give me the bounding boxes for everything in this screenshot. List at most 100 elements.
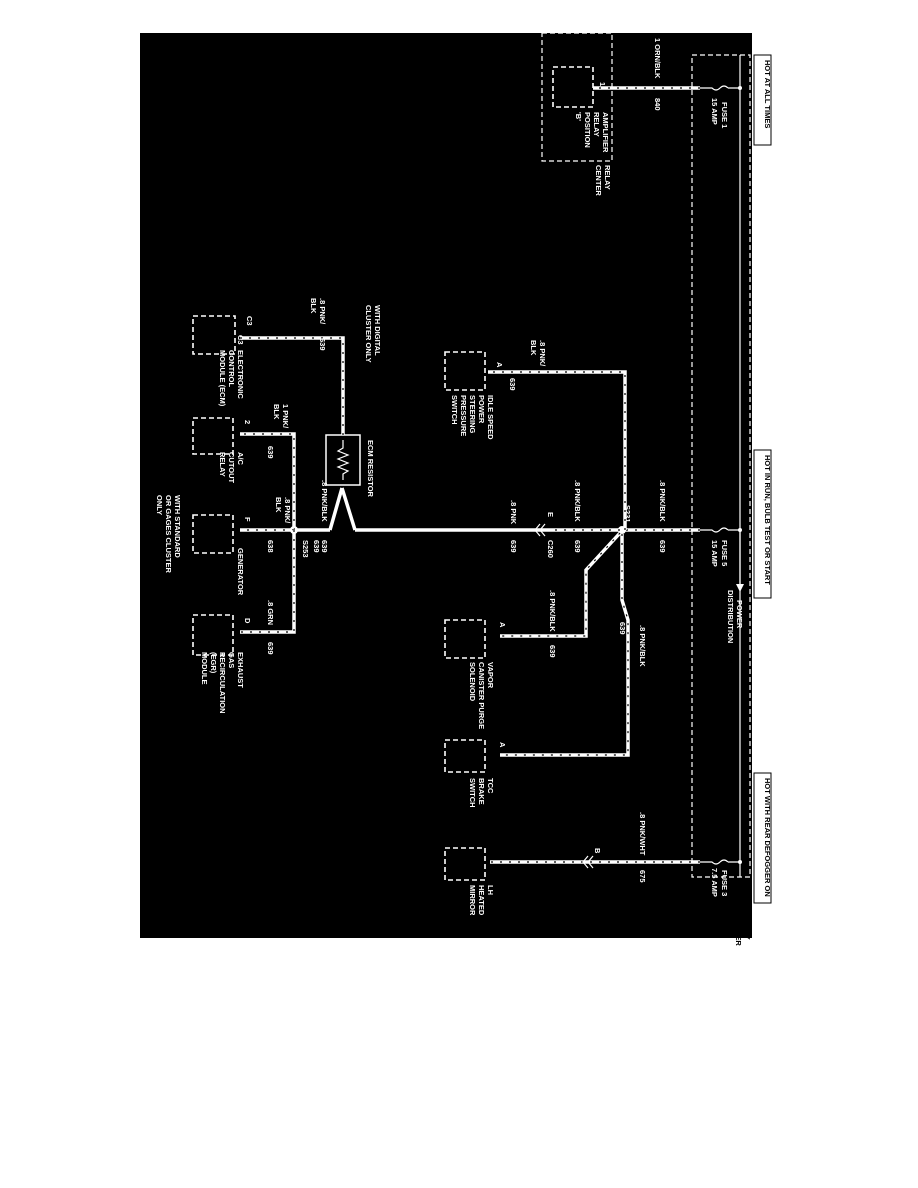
connector-mirror (582, 855, 594, 869)
note-standard-l2: OR GAGES CLUSTER (164, 495, 173, 574)
wire-idle-color2: BLK (529, 340, 538, 356)
note-standard-l1: WITH STANDARD (173, 495, 182, 558)
amplifier-l4: 'B' (574, 112, 583, 121)
wire-ecm-feed-color: .8 PNK (509, 500, 518, 525)
wire-ecm-circuit: 639 (318, 338, 327, 351)
ecm-pin2: C3 (236, 335, 245, 345)
tcc-brake-switch: A TCC BRAKE SWITCH (444, 739, 507, 808)
wire-main-circuit: 639 (658, 540, 667, 553)
wire-ac-color2: BLK (272, 404, 281, 420)
ac-l1: A/C (236, 452, 245, 466)
ac-cutout-relay: 2 A/C CUTOUT RELAY (192, 417, 252, 484)
header-hot-defogger: HOT WITH REAR DEFOGGER ON (763, 778, 772, 897)
idle-l4: PRESSURE (459, 395, 468, 436)
header-run-box (753, 449, 772, 599)
mirror-l3: MIRROR (468, 885, 477, 916)
egr-pin: D (243, 618, 252, 624)
mirror-l1: LH (486, 885, 495, 895)
wire-tcc-circuit: 639 (618, 622, 627, 635)
idle-speed-switch: A IDLE SPEED POWER STEERING PRESSURE SWI… (444, 351, 504, 440)
note-standard-l3: ONLY (155, 495, 164, 515)
power-distribution-l2: DISTRIBUTION (726, 590, 735, 643)
ecm-l1: ELECTRONIC (236, 350, 245, 399)
tcc-l1: TCC (486, 778, 495, 794)
amplifier-l3: POSITION (583, 112, 592, 148)
ecm-l2: CONTROL (227, 350, 236, 387)
idle-l3: STEERING (468, 395, 477, 434)
vapor-l3: SOLENOID (468, 662, 477, 702)
generator: F GENERATOR (192, 514, 252, 596)
vapor-l1: VAPOR (486, 662, 495, 689)
wire-gen-color: .8 PNK/ (283, 497, 292, 524)
header-all-times-box (753, 54, 772, 146)
wire-mirror-circuit: 675 (638, 870, 647, 883)
idle-l2: POWER (477, 395, 486, 424)
amplifier-circuit: 840 (653, 98, 662, 111)
wire-gen-color2: BLK (274, 497, 283, 513)
fuse-1-name: FUSE 1 (720, 102, 729, 128)
header-defogger-box (753, 772, 772, 904)
relay-center-amp-l2: CENTER (594, 165, 603, 196)
wire-c260-circuit: 639 (573, 540, 582, 553)
fuse-3: FUSE 3 7.5 AMP (700, 859, 742, 897)
fuse-1: FUSE 1 15 AMP (700, 85, 742, 128)
generator-pin: F (243, 517, 252, 522)
wire-resistor-out-color: .8 PNK/BLK (320, 480, 329, 522)
egr-l3: RECIRCULATION (218, 652, 227, 714)
wire-c260-color: .8 PNK/BLK (573, 480, 582, 522)
amplifier-pin: 1 (598, 82, 607, 86)
fuse-1-rating: 15 AMP (710, 98, 719, 125)
vapor-canister-solenoid: A VAPOR CANISTER PURGE SOLENOID (444, 619, 507, 729)
relay-center-amp-box (541, 32, 613, 162)
wire-resistor-out-circuit: 639 (320, 540, 329, 553)
idle-pin: A (495, 362, 504, 368)
connector-c260 (534, 523, 546, 537)
electronic-control-module: C3 C3 ELECTRONIC CONTROL MODULE (ECM) (192, 315, 254, 407)
generator-l1: GENERATOR (236, 548, 245, 596)
fuse-5-name: FUSE 5 (720, 540, 729, 566)
tcc-l2: BRAKE (477, 778, 486, 805)
amplifier-l1: AMPLIFIER (601, 112, 610, 153)
fuse-5: FUSE 5 15 AMP (700, 527, 742, 567)
fuse-3-rating: 7.5 AMP (710, 868, 719, 897)
amplifier-wire-color: 1 ORN/BLK (653, 38, 662, 79)
connector-c260-pin: E (546, 512, 555, 517)
vapor-l2: CANISTER PURGE (477, 662, 486, 729)
connector-c260-label: C260 (546, 540, 555, 558)
tcc-pin: A (498, 742, 507, 748)
amplifier-l2: RELAY (592, 112, 601, 137)
egr-l5: MODULE (200, 652, 209, 685)
egr-l4: (EGR) (209, 652, 218, 674)
note-digital-l1: WITH DIGITAL (373, 305, 382, 356)
wire-s253-circuit: 639 (312, 540, 321, 553)
ac-l2: CUTOUT (227, 452, 236, 484)
relay-center-label-right-1: RELAY (743, 915, 752, 940)
egr-l1: EXHAUST (236, 652, 245, 688)
idle-l1: IDLE SPEED (486, 395, 495, 440)
wire-egr-circuit: 639 (266, 642, 275, 655)
wire-idle-color: .8 PNK/ (538, 340, 547, 367)
tcc-l3: SWITCH (468, 778, 477, 808)
fuse-3-name: FUSE 3 (720, 870, 729, 896)
relay-center-box (691, 54, 751, 878)
wire-ecm-feed-circuit: 639 (509, 540, 518, 553)
wire-ac-circuit: 639 (266, 446, 275, 459)
wire-ecm-color2: BLK (309, 298, 318, 314)
header-hot-in-run: HOT IN RUN, BULB TEST OR START (763, 455, 772, 585)
power-distribution-l1: POWER (735, 600, 744, 629)
wire-gen-circuit: 638 (266, 540, 275, 553)
ecm-resistor-label: ECM RESISTOR (366, 440, 375, 498)
wire-egr-color: .8 GRN (266, 600, 275, 625)
connector-mirror-pin: B (593, 848, 602, 854)
diagram-panel (140, 33, 779, 938)
ecm-l3: MODULE (ECM) (218, 350, 227, 407)
relay-center-label-right-2: CENTER (734, 915, 743, 946)
wire-vapor-circuit: 639 (548, 645, 557, 658)
header-hot-all-times: HOT AT ALL TIMES (763, 60, 772, 128)
ecm-resistor-symbol (336, 440, 350, 480)
idle-l5: SWITCH (450, 395, 459, 425)
splice-s231-label: S231 (623, 505, 632, 523)
ac-l3: RELAY (218, 452, 227, 477)
power-distribution-arrow: POWER DISTRIBUTION (726, 530, 744, 643)
